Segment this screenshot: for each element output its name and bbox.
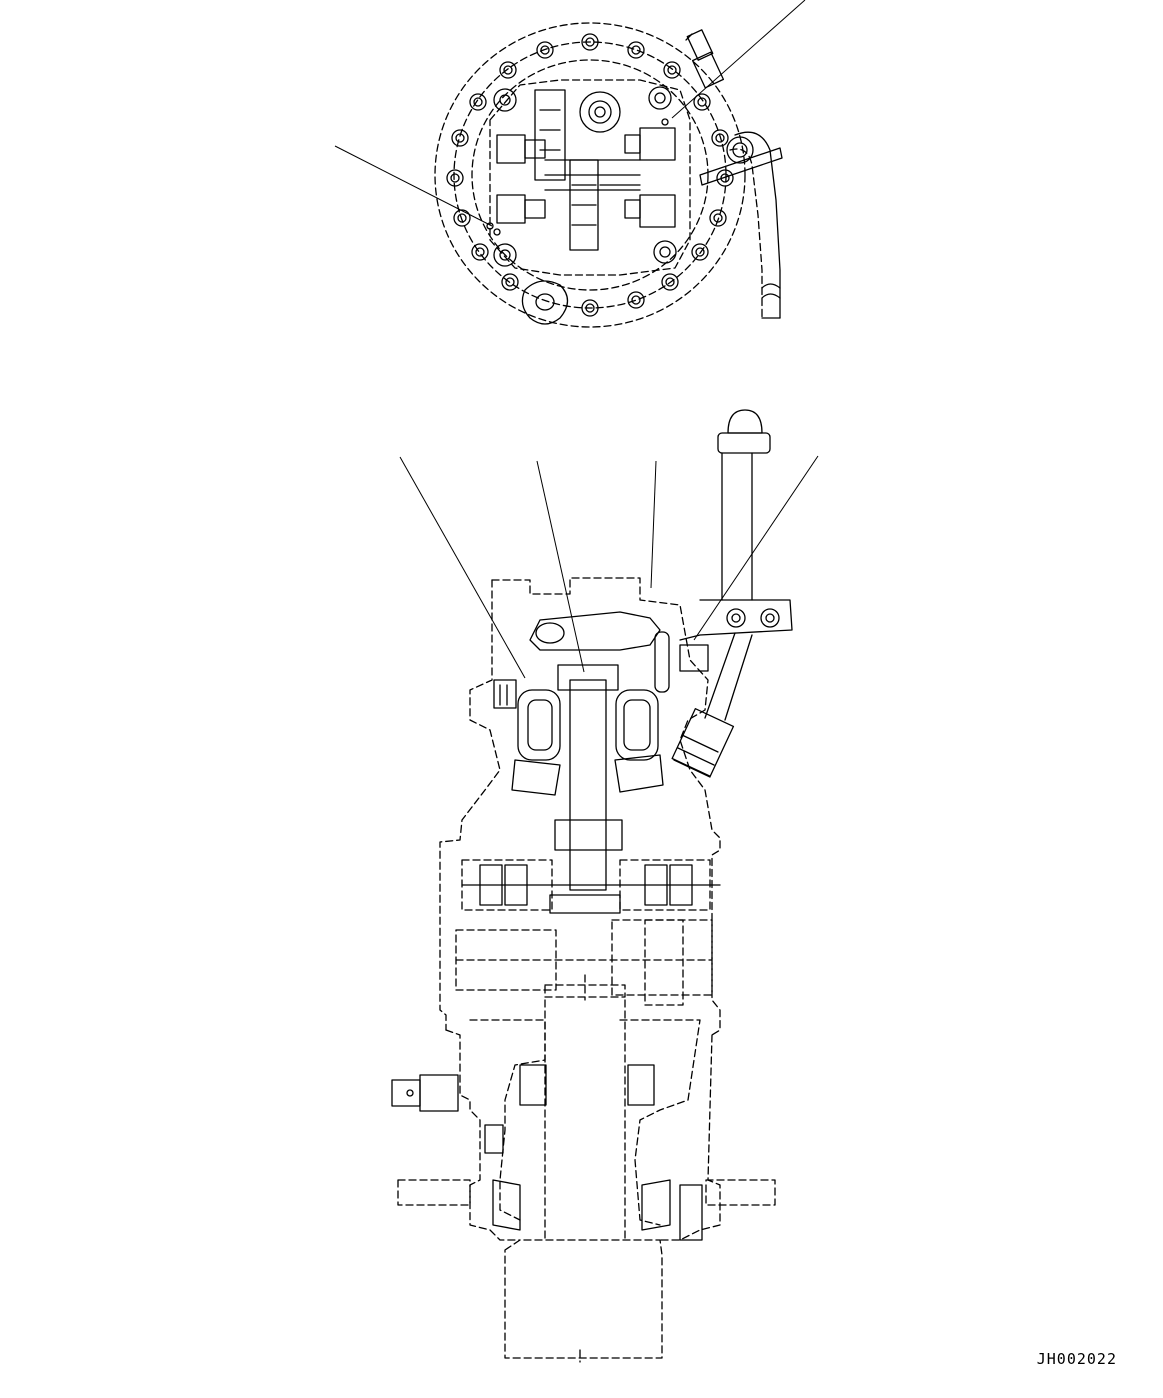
motor-top-housing-left xyxy=(439,579,501,1031)
right-piston xyxy=(614,631,709,793)
side-view-assembly xyxy=(391,409,819,1363)
drain-plug xyxy=(391,1074,459,1112)
left-piston xyxy=(493,679,561,796)
hub-flange-left xyxy=(397,1179,471,1206)
leader-line-top-right xyxy=(671,0,806,119)
valve-block-bolts xyxy=(493,86,677,267)
leader-line-top-left xyxy=(334,145,493,227)
rim-bolts xyxy=(446,33,734,317)
housing-inner-circle xyxy=(453,41,727,309)
leader-line-4 xyxy=(693,455,819,641)
lower-body-left xyxy=(469,1019,546,1221)
output-shaft xyxy=(504,1239,663,1359)
leader-line-2 xyxy=(536,460,585,673)
top-view-assembly xyxy=(334,0,806,328)
lower-body-right xyxy=(619,1019,701,1226)
housing-outer-circle xyxy=(434,22,746,328)
left-cartridges xyxy=(496,89,599,251)
upright-hose xyxy=(679,409,793,721)
housing-bolt-circle xyxy=(471,59,709,291)
lower-bearings xyxy=(484,1064,703,1241)
motor-top-housing xyxy=(491,577,721,1036)
hose-pipe xyxy=(699,131,783,319)
leader-line-3 xyxy=(650,460,657,589)
leader-line-1 xyxy=(399,456,526,679)
inner-column xyxy=(544,999,626,1241)
lower-carrier-left xyxy=(445,1029,521,1241)
bottom-port xyxy=(521,280,569,325)
center-shaft xyxy=(569,679,607,891)
lower-carrier-right xyxy=(659,1034,721,1241)
sensor-connector xyxy=(685,29,725,89)
drawing-reference-code: JH002022 xyxy=(1036,1350,1117,1368)
planetary-gear-stage-2 xyxy=(455,919,713,1006)
planetary-gear-stage-1 xyxy=(461,859,721,914)
right-cartridges xyxy=(544,127,676,228)
swash-plate-block xyxy=(529,611,661,651)
angled-fitting xyxy=(671,708,735,778)
valve-block-outline xyxy=(489,79,691,276)
hub-flange-right xyxy=(705,1179,776,1206)
